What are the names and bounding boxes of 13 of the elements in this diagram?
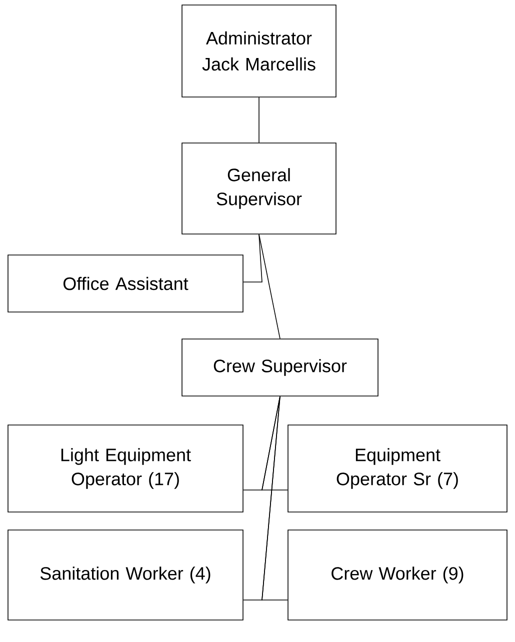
- position-box: Sanitation Worker (4): [8, 530, 244, 620]
- position-box: Crew Supervisor: [182, 338, 378, 396]
- position-box: General Supervisor: [182, 142, 336, 234]
- position-box: Equipment Operator Sr (7): [288, 424, 508, 512]
- connector-line: [258, 97, 260, 143]
- connector-line: [262, 396, 288, 600]
- connector-line: [258, 234, 280, 339]
- position-box: Administrator Jack Marcellis: [182, 4, 336, 98]
- position-box: Light Equipment Operator (17): [8, 424, 244, 512]
- connector-line: [243, 234, 262, 282]
- position-box: Crew Worker (9): [288, 530, 508, 620]
- position-box: Office Assistant: [8, 254, 244, 312]
- connector-line: [262, 396, 288, 490]
